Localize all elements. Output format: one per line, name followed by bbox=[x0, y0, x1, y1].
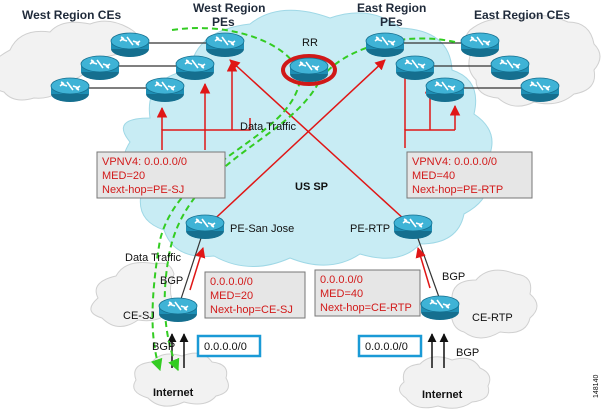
router-pe-san-jose bbox=[185, 214, 225, 240]
router-ce-rtp bbox=[420, 295, 460, 321]
internet-right-cloud bbox=[399, 356, 491, 409]
header-west-ces: West Region CEs bbox=[22, 8, 121, 22]
header-east-pes-2: PEs bbox=[380, 15, 403, 29]
router-west-pe-1 bbox=[205, 32, 245, 58]
svg-text:MED=40: MED=40 bbox=[320, 288, 363, 300]
label-pe-rtp: PE-RTP bbox=[350, 223, 390, 235]
svg-text:VPNV4: 0.0.0.0/0: VPNV4: 0.0.0.0/0 bbox=[102, 156, 187, 168]
router-west-ce-2 bbox=[80, 55, 120, 81]
info-box-route-ce-sj: 0.0.0.0/0 MED=20 Next-hop=CE-SJ bbox=[204, 271, 306, 319]
label-data-traffic-top: Data Traffic bbox=[240, 121, 297, 133]
svg-text:0.0.0.0/0: 0.0.0.0/0 bbox=[204, 341, 247, 353]
svg-text:0.0.0.0/0: 0.0.0.0/0 bbox=[365, 341, 408, 353]
label-internet-right: Internet bbox=[422, 389, 463, 401]
route-advertisement-arrows bbox=[156, 59, 461, 291]
router-west-pe-2 bbox=[175, 55, 215, 81]
header-west-pes-2: PEs bbox=[212, 15, 235, 29]
svg-text:MED=20: MED=20 bbox=[102, 170, 145, 182]
router-pe-rtp bbox=[393, 214, 433, 240]
router-west-ce-3 bbox=[50, 77, 90, 103]
router-east-pe-1 bbox=[365, 32, 405, 58]
svg-text:Next-hop=CE-RTP: Next-hop=CE-RTP bbox=[320, 302, 412, 314]
router-east-ce-1 bbox=[460, 32, 500, 58]
label-rr: RR bbox=[302, 37, 318, 49]
label-us-sp: US SP bbox=[295, 181, 328, 193]
router-east-pe-3 bbox=[425, 77, 465, 103]
info-box-vpnv4-east: VPNV4: 0.0.0.0/0 MED=40 Next-hop=PE-RTP bbox=[406, 151, 533, 199]
router-east-pe-2 bbox=[395, 55, 435, 81]
prefix-box-right: 0.0.0.0/0 bbox=[357, 334, 423, 358]
info-box-vpnv4-west: VPNV4: 0.0.0.0/0 MED=20 Next-hop=PE-SJ bbox=[96, 151, 226, 199]
label-ce-sj: CE-SJ bbox=[123, 310, 155, 322]
svg-text:Next-hop=PE-RTP: Next-hop=PE-RTP bbox=[412, 184, 503, 196]
svg-text:Next-hop=PE-SJ: Next-hop=PE-SJ bbox=[102, 184, 184, 196]
header-west-pes-1: West Region bbox=[193, 1, 265, 15]
figure-id: 148140 bbox=[593, 375, 600, 398]
router-east-ce-3 bbox=[520, 77, 560, 103]
router-east-ce-2 bbox=[490, 55, 530, 81]
header-east-pes-1: East Region bbox=[357, 1, 426, 15]
data-traffic-paths bbox=[150, 27, 456, 372]
router-west-ce-1 bbox=[110, 32, 150, 58]
svg-text:0.0.0.0/0: 0.0.0.0/0 bbox=[320, 274, 363, 286]
label-internet-left: Internet bbox=[153, 387, 194, 399]
svg-text:0.0.0.0/0: 0.0.0.0/0 bbox=[210, 276, 253, 288]
svg-text:Next-hop=CE-SJ: Next-hop=CE-SJ bbox=[210, 304, 293, 316]
ce-rtp-cloud bbox=[450, 269, 538, 339]
router-rr bbox=[281, 54, 337, 86]
pe-ce-links bbox=[179, 229, 441, 303]
router-west-pe-3 bbox=[145, 77, 185, 103]
label-data-traffic-left: Data Traffic bbox=[125, 252, 182, 264]
info-box-route-ce-rtp: 0.0.0.0/0 MED=40 Next-hop=CE-RTP bbox=[314, 269, 421, 317]
prefix-box-left: 0.0.0.0/0 bbox=[196, 334, 262, 358]
label-bgp-right-bottom: BGP bbox=[456, 347, 479, 359]
header-east-ces: East Region CEs bbox=[474, 8, 570, 22]
label-bgp-left-bottom: BGP bbox=[152, 341, 175, 353]
label-pe-san-jose: PE-San Jose bbox=[230, 223, 294, 235]
label-bgp-right-top: BGP bbox=[442, 271, 465, 283]
label-bgp-left-top: BGP bbox=[160, 275, 183, 287]
svg-text:VPNV4: 0.0.0.0/0: VPNV4: 0.0.0.0/0 bbox=[412, 156, 497, 168]
svg-text:MED=40: MED=40 bbox=[412, 170, 455, 182]
router-ce-sj bbox=[158, 297, 198, 323]
svg-text:MED=20: MED=20 bbox=[210, 290, 253, 302]
label-ce-rtp: CE-RTP bbox=[472, 312, 513, 324]
